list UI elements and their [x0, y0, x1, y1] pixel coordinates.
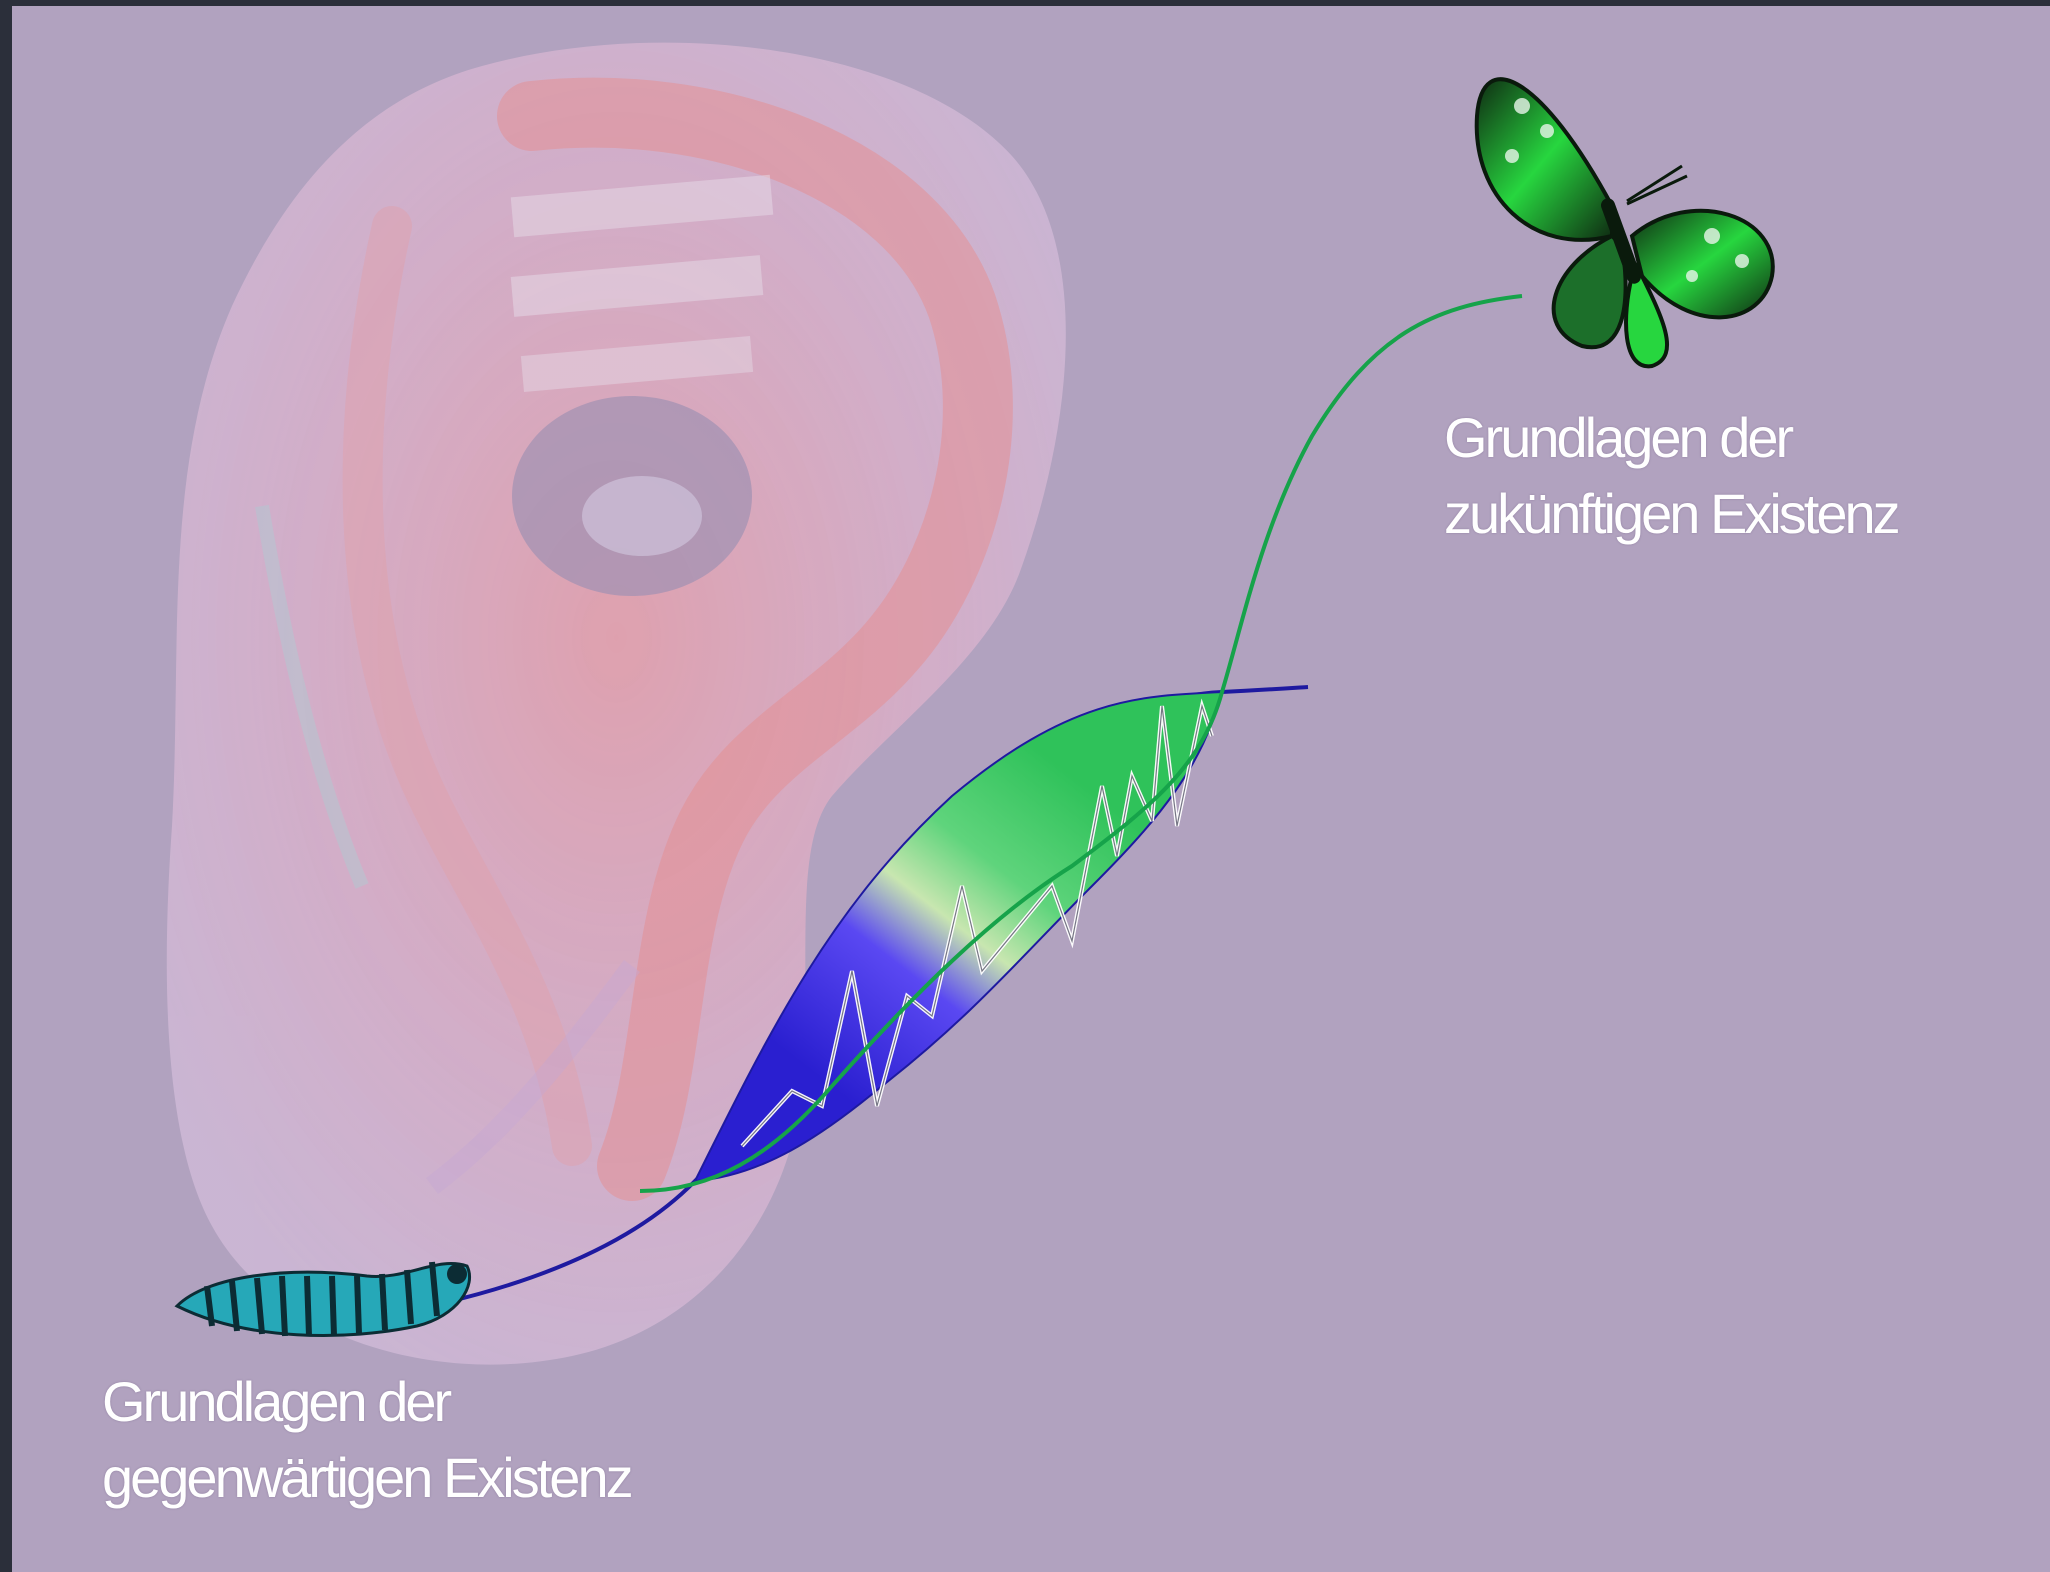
future-existence-label-line2: zukünftigen Existenz — [1444, 476, 1898, 552]
caterpillar-icon — [177, 1262, 470, 1336]
present-existence-label-line1: Grundlagen der — [102, 1364, 631, 1440]
future-existence-label: Grundlagen der zukünftigen Existenz — [1444, 400, 1898, 552]
slide-canvas: Grundlagen der zukünftigen Existenz Grun… — [12, 6, 2050, 1572]
butterfly-icon — [1477, 79, 1773, 366]
present-existence-label-line2: gegenwärtigen Existenz — [102, 1440, 631, 1516]
chrysalis-image — [167, 43, 1066, 1365]
future-existence-label-line1: Grundlagen der — [1444, 400, 1898, 476]
transformation-diagram — [12, 6, 2050, 1572]
present-existence-label: Grundlagen der gegenwärtigen Existenz — [102, 1364, 631, 1516]
